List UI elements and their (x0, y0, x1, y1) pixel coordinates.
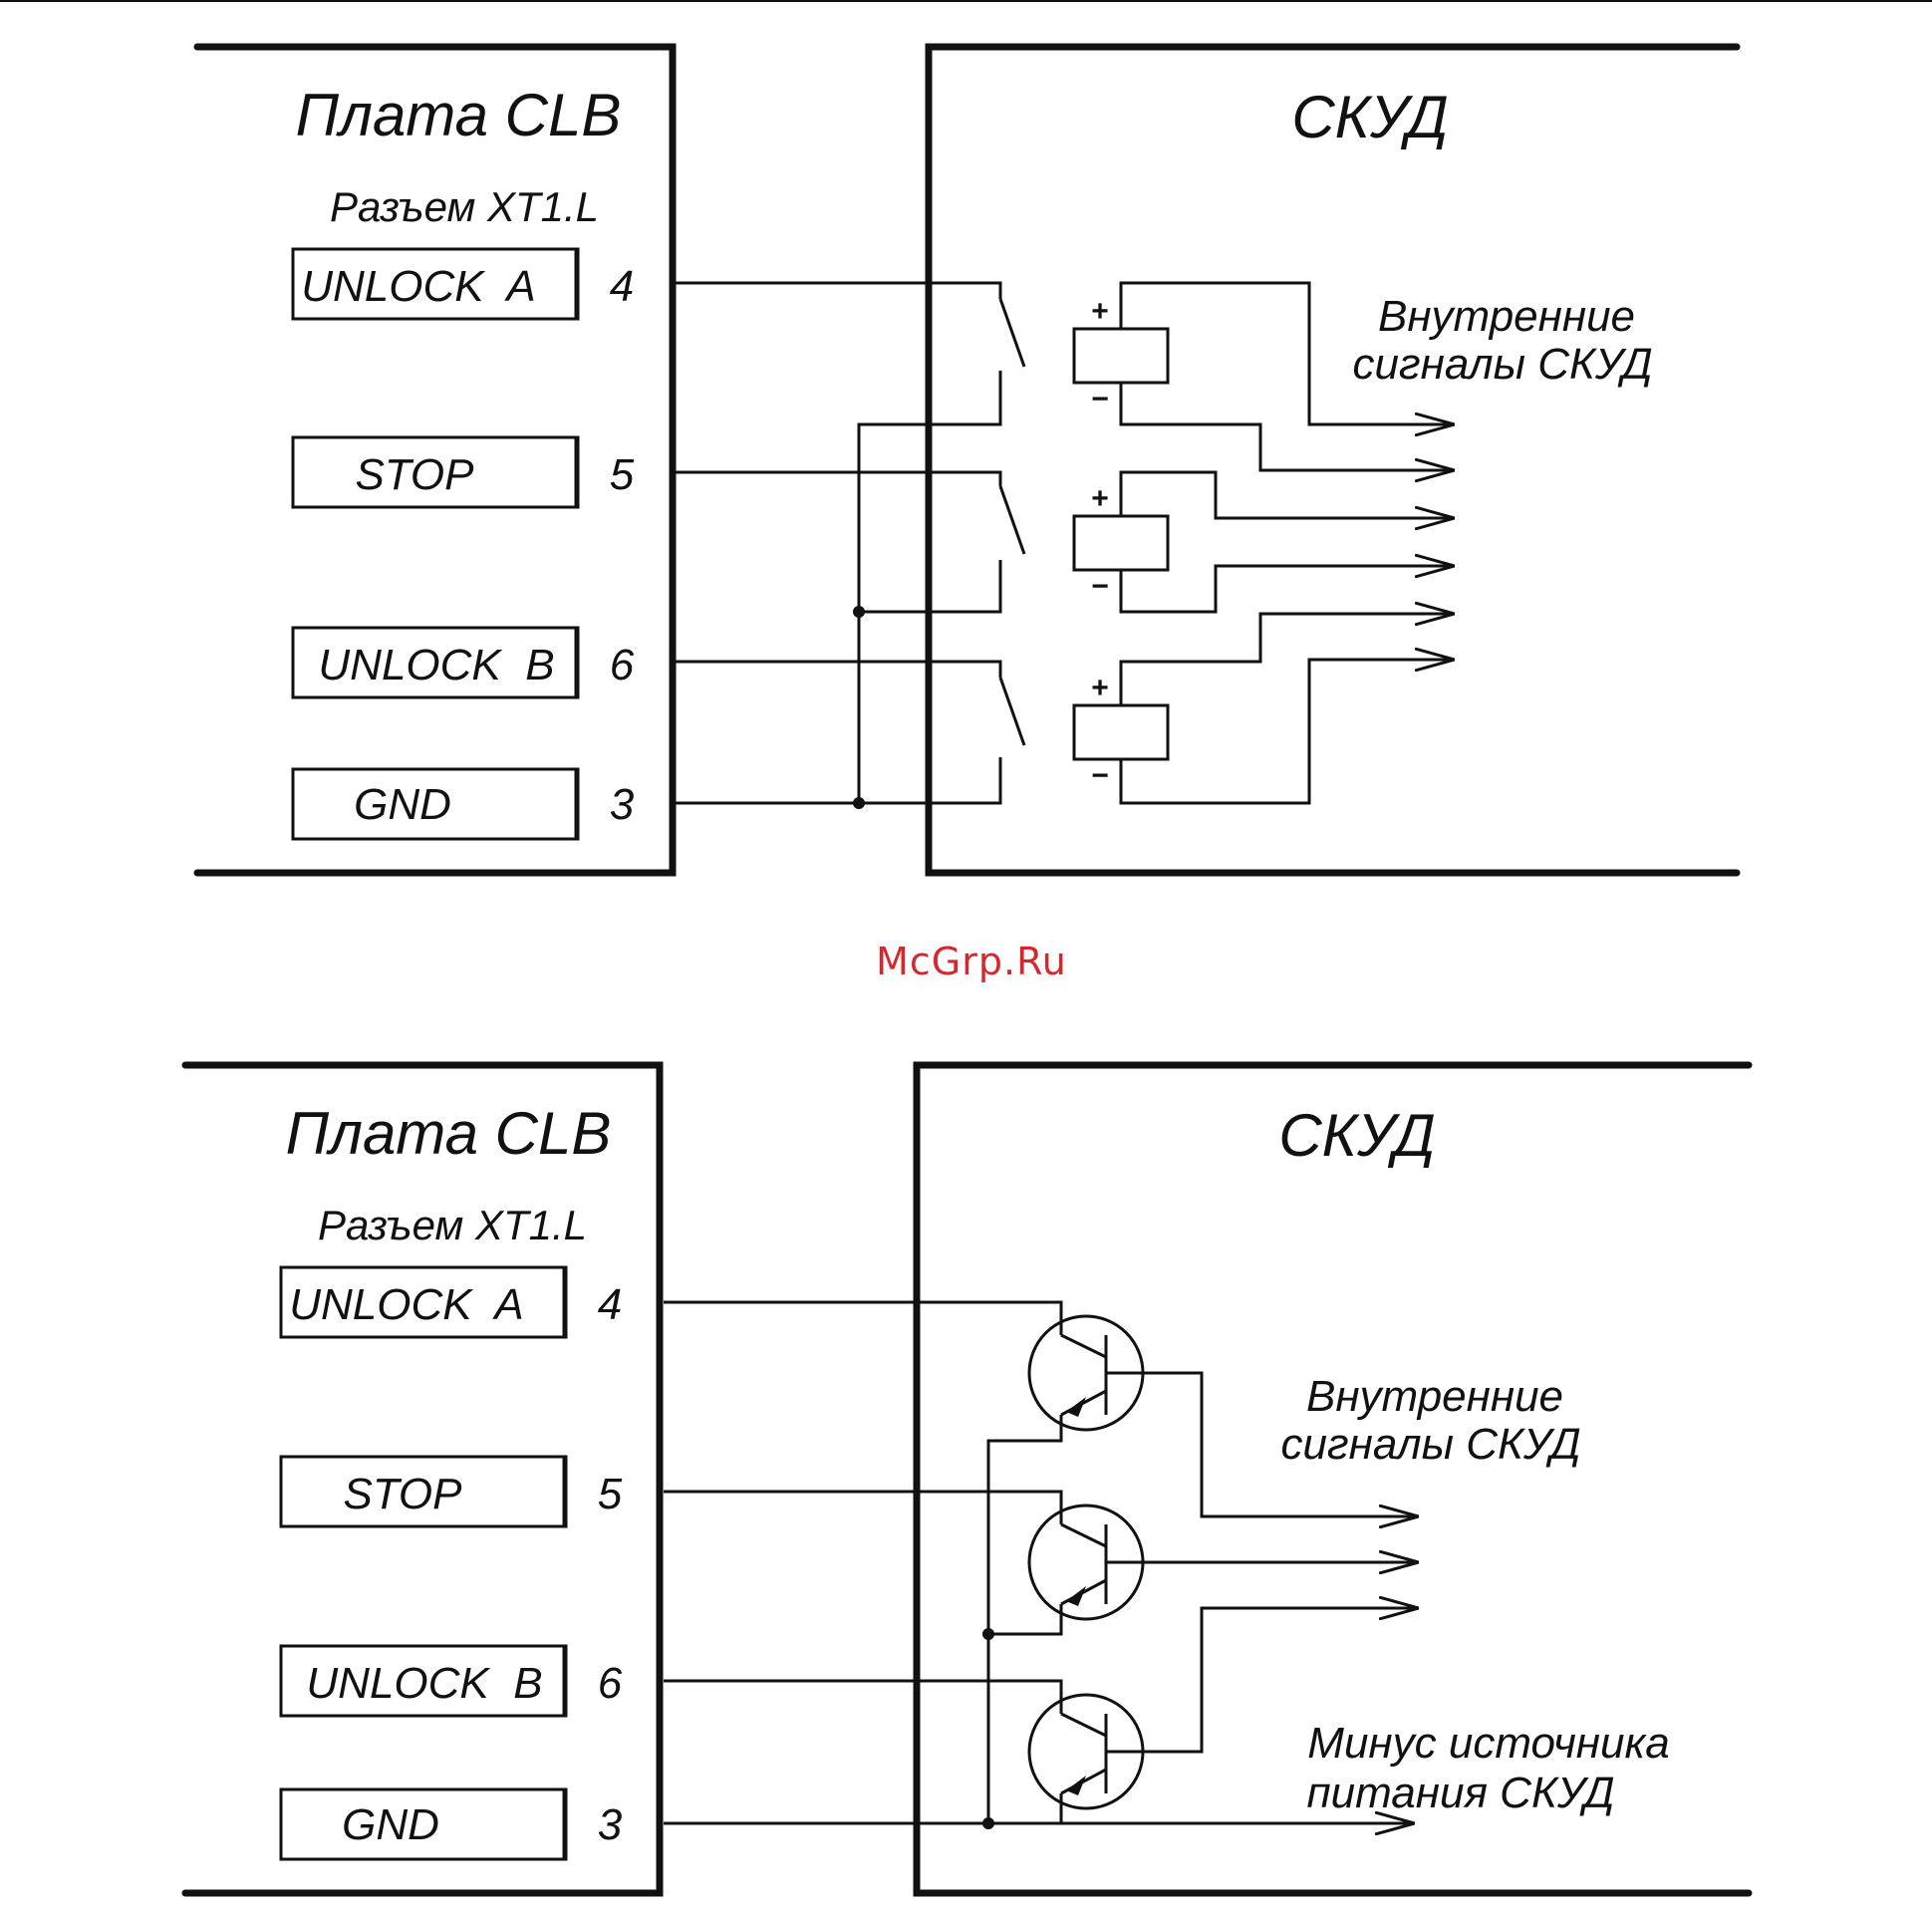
svg-text:−: − (1091, 570, 1109, 603)
minus-label-line1: Минус источника (1307, 1719, 1669, 1768)
pin-name: UNLOCK B (306, 1659, 542, 1708)
pin-number: 3 (598, 1800, 623, 1849)
wire-pin6 (676, 662, 1000, 678)
board-title: Плата CLB (286, 1100, 612, 1167)
svg-text:+: + (1091, 672, 1109, 704)
transistor-2 (1029, 1506, 1419, 1619)
wire-pin4 (676, 283, 1000, 299)
pin-number: 5 (598, 1470, 623, 1518)
diagram-relay: Плата CLB Разъем XT1.L UNLOCK A 4 STOP 5… (197, 47, 1737, 873)
junction-dot (982, 1628, 994, 1640)
pin-number: 5 (610, 450, 635, 499)
pin-number: 4 (598, 1280, 622, 1329)
minus-label-line2: питания СКУД (1306, 1769, 1614, 1817)
pin-row-unlock-a: UNLOCK A 4 (281, 1267, 622, 1337)
emitter-bus-tap2 (988, 1604, 1061, 1634)
relay-contact-1 (1000, 299, 1024, 367)
pin-name: STOP (343, 1470, 462, 1518)
pin-name: UNLOCK A (289, 1280, 524, 1329)
signals-label-line1: Внутренние (1378, 292, 1635, 341)
system-title: СКУД (1291, 84, 1448, 150)
junction-dot (853, 797, 865, 809)
pin-row-gnd: GND 3 (281, 1789, 623, 1859)
pin-name: UNLOCK B (318, 641, 554, 689)
wire-pin6 (664, 1681, 1061, 1714)
svg-text:−: − (1091, 383, 1109, 415)
pin-row-unlock-b: UNLOCK B 6 (293, 628, 635, 697)
relay-contact-2 (1000, 486, 1024, 554)
svg-text:−: − (1091, 759, 1109, 792)
svg-text:+: + (1091, 295, 1109, 328)
pin-row-unlock-a: UNLOCK A 4 (293, 249, 634, 319)
diagram-transistor: Плата CLB Разъем XT1.L UNLOCK A 4 STOP 5… (185, 1065, 1749, 1893)
relay-coil-3: + − (1074, 614, 1455, 803)
signals-label-line2: сигналы СКУД (1280, 1420, 1580, 1469)
pin-name: GND (354, 780, 451, 829)
watermark: McGrp.Ru (876, 940, 1067, 983)
pin-row-unlock-b: UNLOCK B 6 (281, 1646, 623, 1716)
signals-label-line1: Внутренние (1306, 1372, 1563, 1421)
pin-number: 3 (610, 780, 635, 829)
relay-contact-3 (1000, 678, 1024, 745)
wire-pin3 (676, 757, 1000, 803)
pin-name: UNLOCK A (301, 262, 536, 311)
pin-name: GND (342, 1800, 439, 1849)
pin-number: 6 (610, 641, 635, 689)
junction-dot (982, 1817, 994, 1829)
wire-pin5 (676, 472, 1000, 486)
signals-label-line2: сигналы СКУД (1352, 340, 1652, 389)
pin-row-gnd: GND 3 (293, 769, 635, 839)
pin-row-stop: STOP 5 (281, 1457, 623, 1526)
pin-row-stop: STOP 5 (293, 437, 635, 507)
junction-dot (853, 606, 865, 618)
wire-pin4 (664, 1302, 1061, 1335)
emitter-bus (988, 1415, 1061, 1823)
pin-number: 6 (598, 1659, 623, 1708)
pin-number: 4 (610, 262, 634, 311)
connector-title: Разъем XT1.L (330, 183, 599, 230)
svg-text:+: + (1091, 482, 1109, 515)
board-title: Плата CLB (296, 82, 622, 148)
system-title: СКУД (1278, 1102, 1435, 1169)
system-frame (929, 47, 1737, 873)
pin-name: STOP (355, 450, 474, 499)
connector-title: Разъем XT1.L (318, 1202, 587, 1248)
relay-coil-2: + − (1074, 472, 1455, 612)
wire-pin5 (664, 1492, 1061, 1524)
